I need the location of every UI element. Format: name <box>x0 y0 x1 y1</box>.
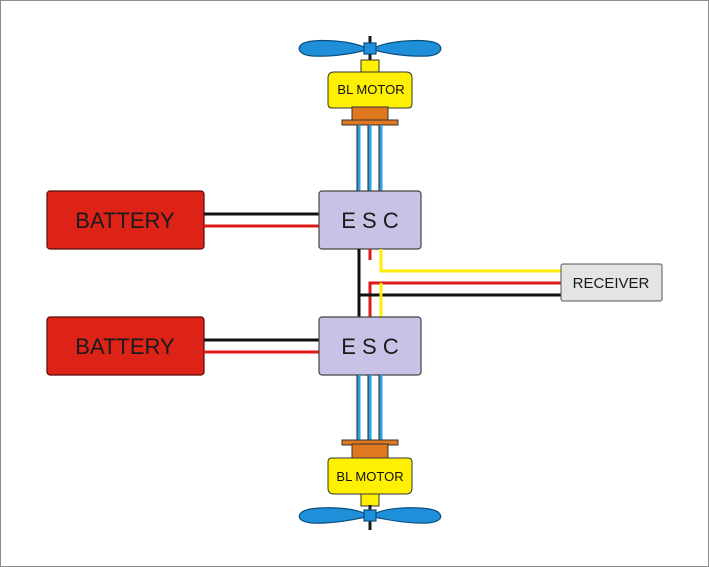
top-esc: E S C <box>318 190 422 250</box>
bottom-esc-label: E S C <box>341 334 399 359</box>
bottom-motor-phase-wires <box>357 375 383 441</box>
top-esc-label: E S C <box>341 208 399 233</box>
bottom-esc: E S C <box>318 316 422 376</box>
bottom-motor-neck <box>360 493 380 507</box>
bottom-propeller-icon <box>298 507 442 524</box>
top-motor-body <box>327 71 413 109</box>
bottom-battery: BATTERY <box>46 316 205 376</box>
top-motor-mount <box>351 106 389 122</box>
signal-wires <box>357 249 561 317</box>
top-battery-label: BATTERY <box>75 208 175 233</box>
bottom-battery-box <box>46 316 205 376</box>
bottom-motor-mount <box>351 443 389 460</box>
top-battery-box <box>46 190 205 250</box>
top-motor-phase-wires <box>357 125 383 192</box>
bottom-motor-assembly: BL MOTOR <box>298 439 442 530</box>
top-battery: BATTERY <box>46 190 205 250</box>
top-motor-assembly: BL MOTOR <box>298 36 442 126</box>
top-motor-plate <box>341 119 399 126</box>
receiver-label: RECEIVER <box>573 275 650 292</box>
bottom-motor-body <box>327 457 413 495</box>
receiver: RECEIVER <box>560 263 663 302</box>
bottom-motor-label: BL MOTOR <box>336 469 403 484</box>
top-motor-neck <box>360 59 380 73</box>
bottom-battery-label: BATTERY <box>75 334 175 359</box>
top-propeller-icon <box>298 39 442 57</box>
top-motor-label: BL MOTOR <box>337 82 404 97</box>
receiver-box <box>560 263 663 302</box>
